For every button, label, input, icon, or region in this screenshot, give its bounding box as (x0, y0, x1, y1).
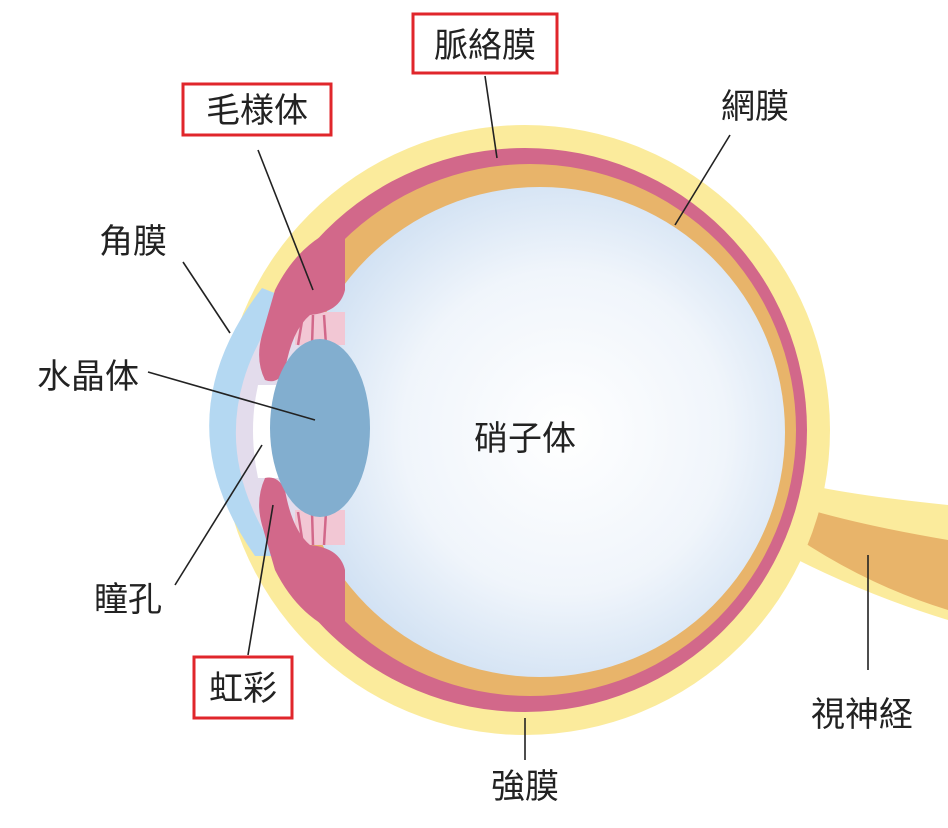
label-choroid: 脈絡膜 (434, 26, 536, 66)
ciliary-body-upper (259, 225, 345, 382)
ciliary-body-lower (259, 477, 345, 635)
choroid-highlight-box (411, 12, 559, 75)
label-lens: 水晶体 (37, 357, 139, 397)
ciliary-body-highlight-box (181, 82, 333, 137)
lens (270, 339, 370, 517)
label-iris: 虹彩 (209, 669, 277, 709)
label-ciliary-body: 毛様体 (206, 91, 308, 131)
label-vitreous: 硝子体 (474, 419, 576, 459)
label-pupil: 瞳孔 (94, 580, 162, 620)
label-optic-nerve: 視神経 (811, 695, 913, 735)
iris-highlight-box (192, 655, 294, 720)
vitreous-body (295, 187, 785, 677)
label-retina: 網膜 (721, 87, 789, 127)
label-sclera: 強膜 (491, 767, 559, 807)
zonular-fibers-top (295, 312, 345, 345)
zonular-fibers-bottom (295, 510, 345, 545)
label-cornea: 角膜 (99, 222, 167, 262)
